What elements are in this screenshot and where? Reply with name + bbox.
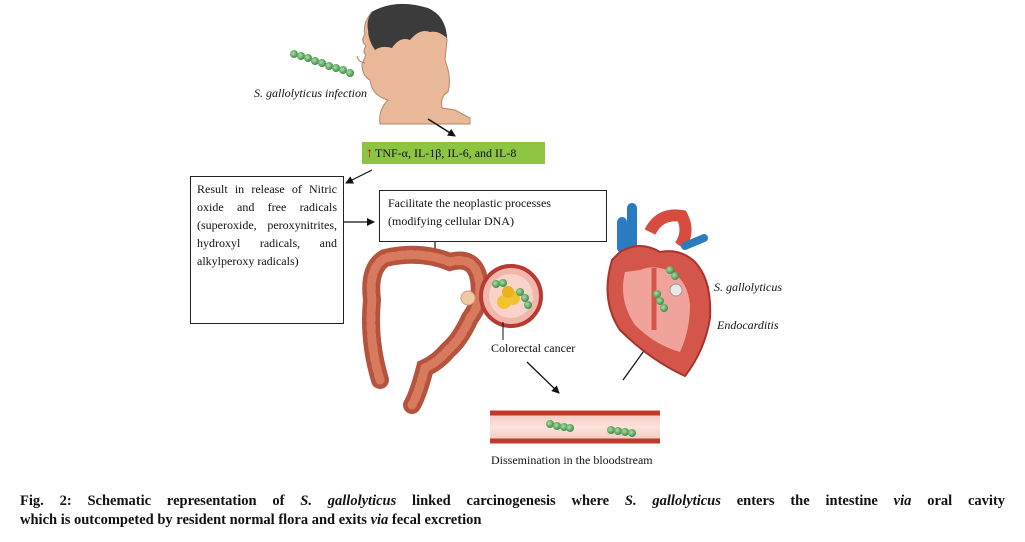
blood-vessel-icon	[490, 410, 660, 444]
label-s-gallolyticus: S. gallolyticus	[714, 280, 782, 294]
caption-species-1: S. gallolyticus	[300, 493, 397, 509]
tumor-icon	[479, 264, 543, 340]
caption-mid-3: oral cavity	[911, 493, 1006, 509]
caption-line-2: which is outcompeted by resident normal …	[20, 512, 481, 528]
caption-line-2b: fecal excretion	[388, 512, 482, 528]
neoplastic-box: Facilitate the neoplastic processes (mod…	[379, 190, 607, 242]
caption-species-2: S. gallolyticus	[624, 493, 721, 509]
cytokine-box: ↑TNF-α, IL-1β, IL-6, and IL-8	[362, 142, 545, 164]
up-arrow-icon: ↑	[366, 146, 373, 161]
label-colorectal: Colorectal cancer	[491, 341, 576, 355]
head-silhouette-icon	[356, 3, 471, 125]
intestine-icon	[362, 245, 489, 414]
caption-via-2: via	[370, 512, 389, 528]
release-box: Result in release of Nitric oxide and fr…	[190, 176, 344, 324]
figure-caption: Fig. 2: Schematic representation of S. g…	[20, 492, 1005, 530]
label-cytokines: TNF-α, IL-1β, IL-6, and IL-8	[375, 146, 517, 160]
label-bloodstream: Dissemination in the bloodstream	[491, 453, 653, 467]
caption-mid-1: linked carcinogenesis where	[396, 493, 625, 509]
heart-icon	[606, 203, 712, 378]
caption-via-1: via	[893, 493, 912, 509]
label-infection: S. gallolyticus infection	[254, 86, 367, 100]
bacteria-chain-icon	[290, 50, 354, 77]
label-endocarditis: Endocarditis	[717, 318, 779, 332]
arrow-cancer-to-bloodstream	[526, 361, 560, 394]
arrow-head-to-cytokines	[427, 118, 456, 137]
arrow-cytokines-to-release	[345, 169, 373, 184]
caption-line-1: Fig. 2: Schematic representation of S. g…	[20, 492, 1005, 511]
caption-prefix: Fig. 2: Schematic representation of	[20, 493, 301, 509]
caption-mid-2: enters the intestine	[720, 493, 894, 509]
caption-line-2a: which is outcompeted by resident normal …	[20, 512, 371, 528]
